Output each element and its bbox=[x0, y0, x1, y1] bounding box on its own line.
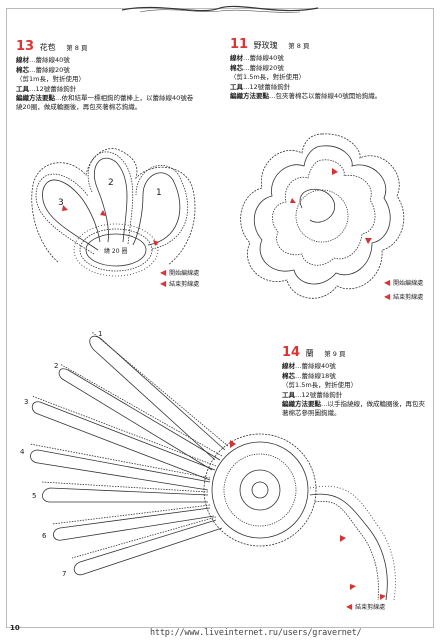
pattern-13-petal-3: 3 bbox=[58, 198, 64, 208]
pattern-13-legend-start: ◀ 開始編線處 bbox=[160, 268, 200, 277]
pattern-14-page-ref: 第 9 頁 bbox=[324, 350, 346, 358]
pattern-13-number: 13 bbox=[16, 39, 35, 54]
pattern-13-info: 13 花苞 第 8 頁 線材…蕾絲線40號 棉芯…蕾絲線20號 （剪1m長，對折… bbox=[16, 39, 216, 113]
pattern-13-tool: 工具…12號蕾絲鉤針 bbox=[16, 84, 77, 93]
pattern-13-ring-label: 繞 20 圈 bbox=[104, 247, 127, 255]
pattern-13-thread: 線材…蕾絲線40號 bbox=[16, 56, 70, 65]
pattern-13-petal-1: 1 bbox=[156, 188, 162, 198]
pattern-13-method: 編織方法要點…依和結單一標相鉤的蕾棒上，以蕾絲線40號卷繞20圈，做成輪圈後，再… bbox=[16, 94, 194, 112]
pattern-11-thread: 線材…蕾絲線40號 bbox=[230, 54, 284, 63]
pattern-14-petal-7: 7 bbox=[62, 570, 66, 578]
pattern-14-tool: 工具…12號蕾絲鉤針 bbox=[282, 390, 343, 399]
pattern-14-heading: 14 蘭 第 9 頁 bbox=[282, 345, 432, 360]
pattern-13-page-ref: 第 8 頁 bbox=[66, 44, 88, 52]
pattern-11-info: 11 野玫瑰 第 8 頁 線材…蕾絲線40號 棉芯…蕾絲線20號 （剪1.5m長… bbox=[230, 37, 430, 101]
pattern-14-diagram: 1 2 3 4 5 6 7 bbox=[20, 330, 396, 601]
pattern-14-petal-5: 5 bbox=[32, 492, 36, 500]
pattern-13-legend-end: ◀ 結束剪線處 bbox=[160, 279, 200, 288]
pattern-14-petal-1: 1 bbox=[98, 330, 102, 338]
pattern-14-petal-3: 3 bbox=[24, 398, 28, 406]
pattern-11-diagram bbox=[240, 133, 405, 299]
watermark-url: http://www.liveinternet.ru/users/gravern… bbox=[150, 628, 362, 638]
pattern-11-method: 編織方法要點…包夾著棉芯以蕾絲線40號開始鉤織。 bbox=[230, 92, 382, 101]
pattern-11-heading: 11 野玫瑰 第 8 頁 bbox=[230, 37, 430, 52]
pattern-13-heading: 13 花苞 第 8 頁 bbox=[16, 39, 216, 54]
pattern-11-core: 棉芯…蕾絲線20號 bbox=[230, 63, 284, 72]
end-arrow-icon: ◀ bbox=[160, 279, 167, 288]
top-ornament bbox=[121, 5, 319, 13]
pattern-13-diagram: 1 2 3 繞 20 圈 bbox=[31, 148, 196, 277]
pattern-11-core-note: （剪1.5m長，對折使用） bbox=[230, 73, 306, 82]
pattern-11-title: 野玫瑰 bbox=[253, 41, 278, 50]
page-number: 10 bbox=[10, 624, 20, 632]
pattern-11-page-ref: 第 8 頁 bbox=[288, 42, 310, 50]
pattern-14-info: 14 蘭 第 9 頁 線材…蕾絲線40號 棉芯…蕾絲線18號 （剪1.5m長，對… bbox=[282, 345, 432, 419]
pattern-13-title: 花苞 bbox=[39, 43, 56, 52]
pattern-13-core-note: （剪1m長，對折使用） bbox=[16, 75, 85, 84]
pattern-14-petal-2: 2 bbox=[54, 362, 58, 370]
pattern-14-title: 蘭 bbox=[305, 349, 314, 358]
pattern-11-legend-end: ◀ 結束剪線處 bbox=[384, 292, 424, 301]
pattern-13-core: 棉芯…蕾絲線20號 bbox=[16, 65, 70, 74]
pattern-14-core: 棉芯…蕾絲線18號 bbox=[282, 371, 336, 380]
pattern-11-legend-start: ◀ 開始編線處 bbox=[384, 278, 424, 287]
pattern-11-tool: 工具…12號蕾絲鉤針 bbox=[230, 82, 291, 91]
pattern-14-petal-6: 6 bbox=[42, 532, 47, 540]
pattern-13-petal-2: 2 bbox=[108, 178, 114, 188]
pattern-11-number: 11 bbox=[230, 37, 249, 52]
pattern-14-legend-end: ◀ 結束剪線處 bbox=[346, 602, 386, 611]
pattern-14-number: 14 bbox=[282, 345, 301, 360]
pattern-14-method: 編織方法要點…以手指繞線，做成輪圈後，再包夾著棉芯參照圖鉤織。 bbox=[282, 400, 425, 418]
pattern-14-core-note: （剪1.5m長，對折使用） bbox=[282, 381, 358, 390]
pattern-14-thread: 線材…蕾絲線40號 bbox=[282, 362, 336, 371]
pattern-14-petal-4: 4 bbox=[20, 448, 25, 456]
start-arrow-icon: ◀ bbox=[160, 268, 167, 277]
